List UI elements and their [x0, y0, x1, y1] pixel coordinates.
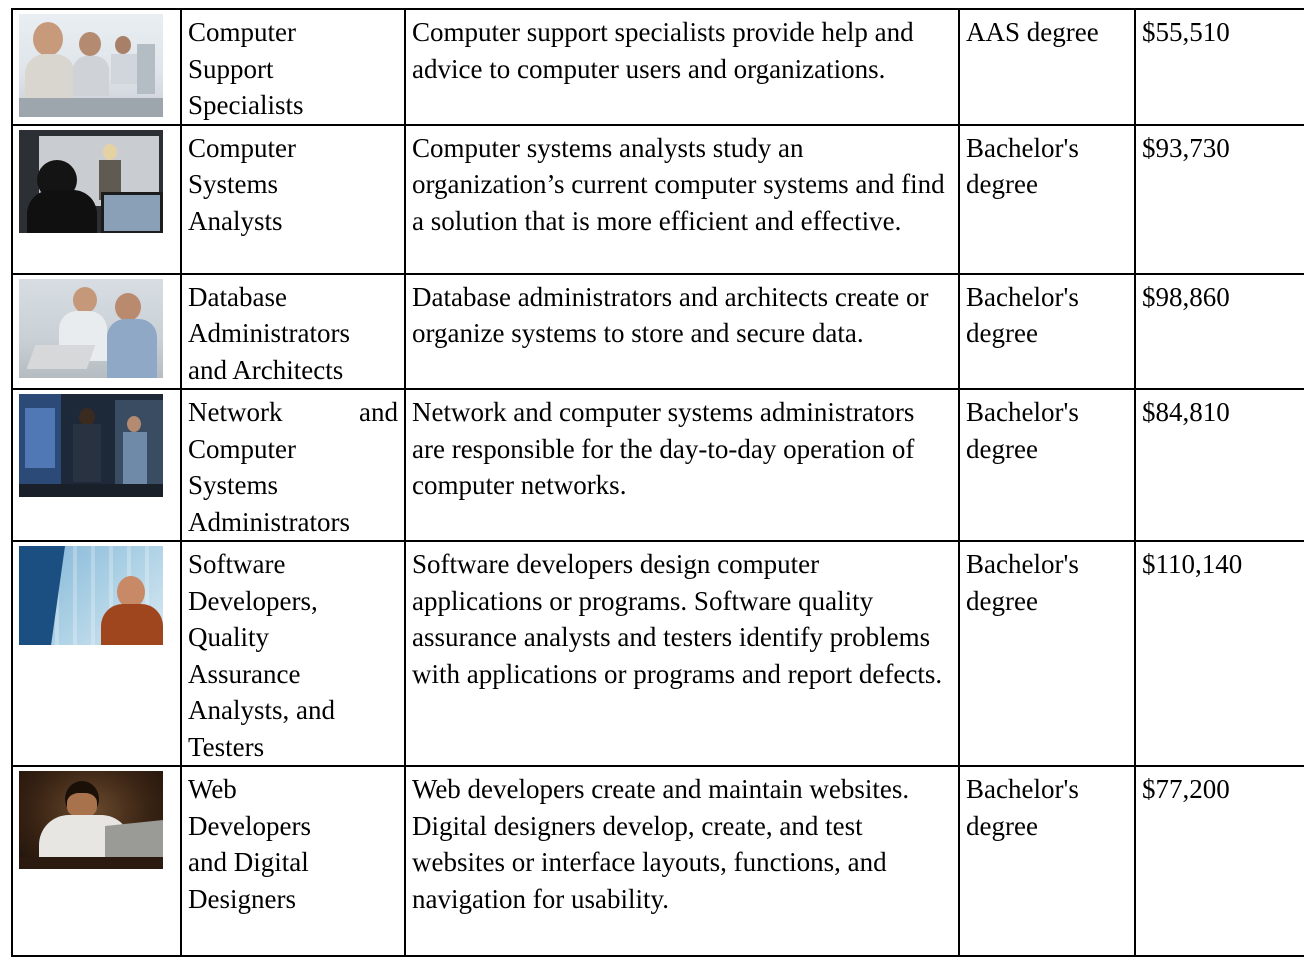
- median-pay-cell: $110,140: [1134, 540, 1304, 767]
- education-cell: Bachelor's degree: [958, 765, 1136, 957]
- presentation-meeting-photo: [19, 129, 163, 233]
- occupation-cell: Computer Support Specialists: [180, 8, 406, 126]
- occupation-line: Designers: [188, 883, 296, 914]
- occupation-line: Database: [188, 281, 287, 312]
- median-pay-cell: $93,730: [1134, 123, 1304, 275]
- occupation-cell: Computer Systems Analysts: [180, 123, 406, 275]
- server-room-photo: [19, 394, 163, 497]
- occupation-line: Testers: [188, 731, 265, 762]
- occupation-line: Administrators: [188, 506, 350, 537]
- occupation-cell: Database Administrators and Architects: [180, 272, 406, 390]
- table-row: Computer Support Specialists Computer su…: [11, 8, 1304, 126]
- photo-cell: [11, 765, 182, 957]
- careers-table: Computer Support Specialists Computer su…: [11, 8, 1304, 957]
- occupation-cell: Network and Computer Systems Administrat…: [180, 388, 406, 542]
- occupation-line: Software: [188, 549, 286, 579]
- median-pay-cell: $98,860: [1134, 272, 1304, 390]
- occupation-line: Developers: [188, 810, 311, 841]
- education-cell: Bachelor's degree: [958, 388, 1136, 542]
- photo-cell: [11, 388, 182, 542]
- photo-cell: [11, 123, 182, 275]
- photo-cell: [11, 272, 182, 390]
- table-row: Computer Systems Analysts Computer syste…: [11, 123, 1304, 275]
- education-cell: Bachelor's degree: [958, 123, 1136, 275]
- description-cell: Computer support specialists provide hel…: [404, 8, 960, 126]
- occupation-line: and Architects: [188, 354, 344, 385]
- table-row: Database Administrators and Architects D…: [11, 272, 1304, 390]
- occupation-line: Developers,: [188, 585, 318, 616]
- median-pay-cell: $55,510: [1134, 8, 1304, 126]
- man-at-laptop-photo: [19, 771, 163, 869]
- occupation-line: Quality: [188, 622, 269, 652]
- table-row: Web Developers and Digital Designers Web…: [11, 765, 1304, 957]
- table-row: Software Developers, Quality Assurance A…: [11, 540, 1304, 767]
- occupation-line: Analysts, and: [188, 695, 335, 725]
- median-pay-cell: $77,200: [1134, 765, 1304, 957]
- description-cell: Web developers create and maintain websi…: [404, 765, 960, 957]
- occupation-cell: Software Developers, Quality Assurance A…: [180, 540, 406, 767]
- occupation-line: Web: [188, 774, 237, 804]
- occupation-line: Assurance: [188, 658, 301, 689]
- occupation-line: Systems: [188, 470, 279, 500]
- occupation-cell: Web Developers and Digital Designers: [180, 765, 406, 957]
- developer-at-monitor-photo: [19, 546, 163, 645]
- education-cell: Bachelor's degree: [958, 272, 1136, 390]
- occupation-line: Computer: [188, 132, 296, 163]
- occupation-line: Analysts: [188, 205, 283, 236]
- education-cell: AAS degree: [958, 8, 1136, 126]
- occupation-line: Systems: [188, 169, 279, 199]
- photo-cell: [11, 8, 182, 126]
- education-cell: Bachelor's degree: [958, 540, 1136, 767]
- table-row: Network and Computer Systems Administrat…: [11, 388, 1304, 542]
- description-cell: Database administrators and architects c…: [404, 272, 960, 390]
- description-cell: Network and computer systems administrat…: [404, 388, 960, 542]
- occupation-line: Administrators: [188, 318, 350, 348]
- description-cell: Computer systems analysts study an organ…: [404, 123, 960, 275]
- occupation-line: Network and: [188, 397, 398, 427]
- occupation-line: Specialists: [188, 90, 304, 120]
- occupation-line: Support: [188, 53, 274, 84]
- median-pay-cell: $84,810: [1134, 388, 1304, 542]
- occupation-line: Computer: [188, 17, 296, 47]
- description-cell: Software developers design computer appl…: [404, 540, 960, 767]
- occupation-line: Computer: [188, 433, 296, 464]
- call-center-workers-photo: [19, 14, 163, 117]
- occupation-line: and Digital: [188, 847, 309, 877]
- photo-cell: [11, 540, 182, 767]
- two-men-at-laptop-photo: [19, 278, 163, 378]
